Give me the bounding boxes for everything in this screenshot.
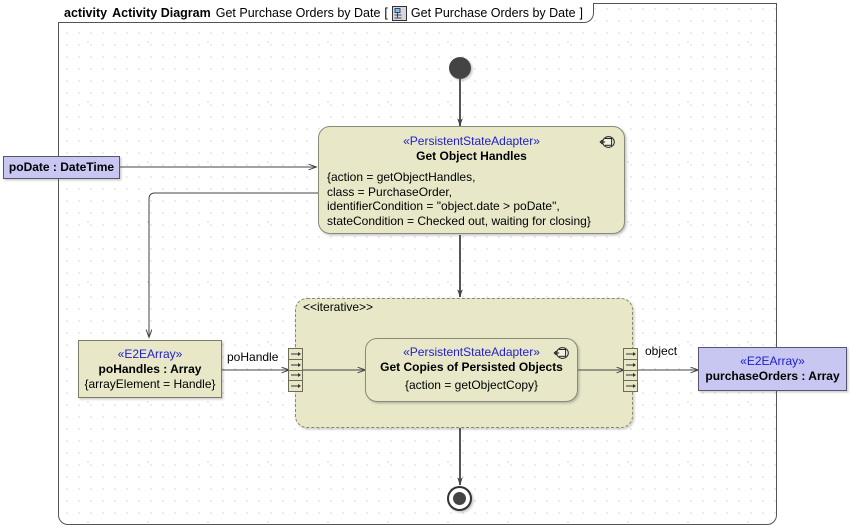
activity-final-node[interactable]: [447, 486, 472, 511]
frame-keyword: activity: [64, 5, 108, 20]
frame-bracket-close: ]: [579, 5, 584, 20]
object-node-purchase-orders[interactable]: «E2EArray» purchaseOrders : Array: [698, 347, 847, 391]
property-line: stateCondition = Checked out, waiting fo…: [327, 213, 591, 228]
initial-node[interactable]: [449, 57, 471, 79]
expansion-cell: [289, 349, 302, 360]
edge-label-object: object: [645, 344, 678, 358]
property-line: identifierCondition = "object.date > poD…: [327, 199, 560, 213]
expansion-cell: [289, 360, 302, 371]
action-node-get-object-handles[interactable]: «PersistentStateAdapter» Get Object Hand…: [318, 126, 625, 234]
stereotype-label: «PersistentStateAdapter»: [403, 134, 540, 148]
property-line: class = PurchaseOrder,: [327, 184, 453, 199]
expansion-node-input[interactable]: [288, 348, 303, 392]
persistent-state-adapter-icon: [599, 134, 616, 150]
frame-diagram-type: Activity Diagram: [112, 5, 211, 20]
frame-tab-name: Get Purchase Orders by Date: [410, 5, 576, 20]
object-name-label: poHandles : Array: [98, 361, 202, 376]
property-line: {action = getObjectHandles,: [327, 170, 476, 184]
po-date-label: poDate : DateTime: [8, 160, 115, 174]
expansion-region-stereotype: <<iterative>>: [303, 300, 374, 314]
expansion-node-output[interactable]: [623, 348, 638, 392]
edge-label-po-handle: poHandle: [227, 350, 279, 364]
diagram-frame: [58, 3, 777, 525]
stereotype-label: «PersistentStateAdapter»: [403, 345, 540, 359]
expansion-cell: [289, 371, 302, 382]
expansion-cell: [624, 381, 637, 391]
persistent-state-adapter-icon: [553, 345, 570, 361]
action-name-label: Get Object Handles: [416, 149, 527, 163]
object-node-po-handles[interactable]: «E2EArray» poHandles : Array {arrayEleme…: [78, 340, 222, 398]
expansion-cell: [624, 360, 637, 371]
stereotype-label: «E2EArray»: [740, 354, 805, 368]
diagram-frame-title[interactable]: activity Activity Diagram Get Purchase O…: [58, 3, 595, 23]
action-name-label: Get Copies of Persisted Objects: [380, 360, 563, 374]
frame-bracket-open: [: [384, 5, 388, 20]
property-line: {action = getObjectCopy}: [404, 378, 539, 392]
activity-diagram-icon: [391, 6, 407, 21]
frame-diagram-name: Get Purchase Orders by Date: [215, 5, 381, 20]
object-node-po-date[interactable]: poDate : DateTime: [3, 156, 120, 179]
expansion-cell: [289, 381, 302, 391]
object-name-label: purchaseOrders : Array: [705, 369, 840, 383]
expansion-cell: [624, 349, 637, 360]
expansion-cell: [624, 371, 637, 382]
stereotype-label: «E2EArray»: [117, 346, 183, 361]
property-line: {arrayElement = Handle}: [84, 376, 216, 391]
action-node-get-copies[interactable]: «PersistentStateAdapter» Get Copies of P…: [365, 338, 578, 402]
